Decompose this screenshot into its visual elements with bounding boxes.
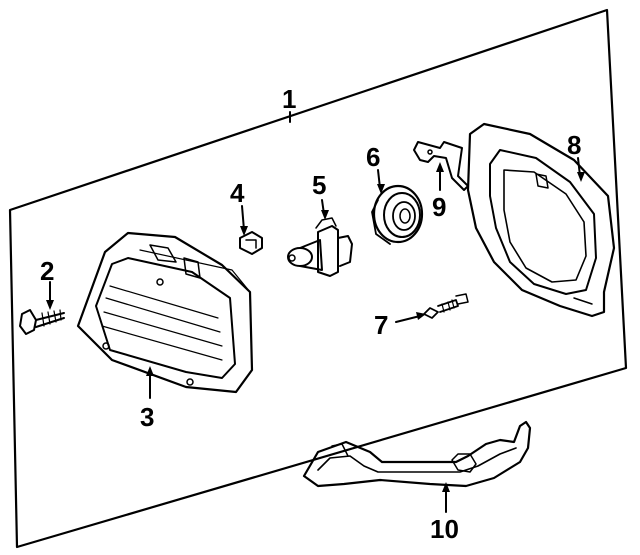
- callout-label-1: 1: [282, 84, 296, 114]
- callout-7-arrow: [416, 312, 426, 320]
- callout-8: 8: [567, 130, 585, 182]
- callout-5: 5: [312, 170, 329, 220]
- mounting-screw: [19, 309, 65, 335]
- rear-housing: [466, 122, 616, 318]
- callout-9-arrow: [436, 162, 444, 172]
- callout-4-arrow: [240, 226, 248, 236]
- callout-6-arrow: [377, 184, 385, 194]
- callout-label-3: 3: [140, 402, 154, 432]
- lower-filler-panel: [302, 420, 532, 488]
- callout-9: 9: [432, 162, 446, 222]
- callout-label-8: 8: [567, 130, 581, 160]
- callout-5-arrow: [321, 210, 329, 220]
- bulb-retaining-ring: [371, 184, 424, 245]
- callout-4: 4: [230, 178, 248, 236]
- assembly-outline: [8, 8, 628, 549]
- retaining-clip: [239, 231, 263, 255]
- headlamp-housing: [76, 231, 254, 394]
- callout-label-9: 9: [432, 192, 446, 222]
- callout-label-2: 2: [40, 256, 54, 286]
- callout-10: 10: [430, 482, 459, 544]
- callout-label-10: 10: [430, 514, 459, 544]
- callout-label-6: 6: [366, 142, 380, 172]
- callout-3-arrow: [146, 366, 154, 376]
- callout-1: 1: [282, 84, 296, 123]
- mounting-bracket: [413, 141, 469, 191]
- callout-label-7: 7: [374, 310, 388, 340]
- callout-2: 2: [40, 256, 54, 310]
- callout-10-arrow: [442, 482, 450, 492]
- callout-3: 3: [140, 366, 154, 432]
- callout-8-arrow: [577, 172, 585, 182]
- headlamp-bulb: [287, 217, 353, 277]
- callout-7: 7: [374, 310, 426, 340]
- callout-label-4: 4: [230, 178, 245, 208]
- callout-2-arrow: [46, 300, 54, 310]
- callout-6: 6: [366, 142, 385, 194]
- callout-label-5: 5: [312, 170, 326, 200]
- adjuster-screw: [423, 293, 469, 319]
